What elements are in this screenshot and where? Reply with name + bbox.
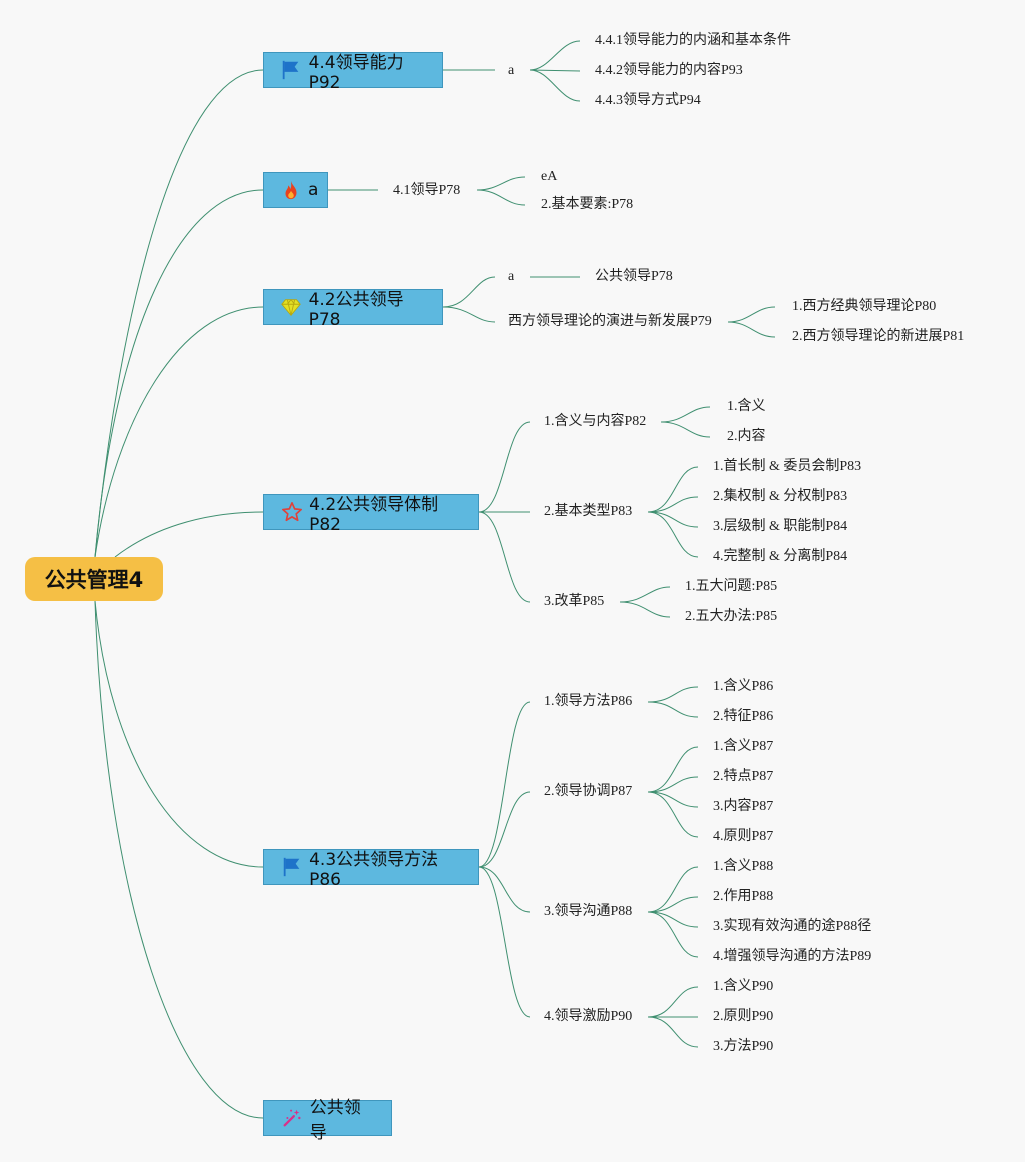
subtopic[interactable]: 2.基本类型P83: [544, 504, 633, 519]
subtopic[interactable]: a: [508, 269, 515, 284]
leaf-topic[interactable]: 1.含义P88: [713, 859, 774, 874]
subtopic[interactable]: 3.领导沟通P88: [544, 904, 633, 919]
leaf-topic[interactable]: 4.4.3领导方式P94: [595, 93, 701, 108]
star-icon: [280, 500, 303, 524]
branch-topic-label: 4.3公共领导方法P86: [309, 849, 439, 890]
branch-topic-leadership-ability[interactable]: 4.4领导能力P92: [263, 52, 443, 93]
leaf-topic[interactable]: 1.含义P86: [713, 679, 774, 694]
leaf-topic[interactable]: 1.含义P87: [713, 739, 774, 754]
branch-topic-label: 4.4领导能力P92: [308, 52, 404, 93]
leaf-topic[interactable]: 1.首长制 & 委员会制P83: [713, 459, 862, 474]
leaf-topic[interactable]: 2.西方领导理论的新进展P81: [792, 329, 965, 344]
subtopic[interactable]: 4.1领导P78: [393, 183, 461, 198]
leaf-topic[interactable]: 1.含义P90: [713, 979, 774, 994]
flag-icon: [280, 58, 303, 82]
branch-topic-leadership-system[interactable]: 4.2公共领导体制P82: [263, 494, 479, 535]
leaf-topic[interactable]: 3.实现有效沟通的途P88径: [713, 919, 872, 934]
branch-topic-label: 4.2公共领导P78: [308, 289, 404, 330]
diamond-icon: [280, 295, 303, 319]
branch-topic-leadership-methods[interactable]: 4.3公共领导方法P86: [263, 849, 479, 890]
subtopic[interactable]: 4.领导激励P90: [544, 1009, 633, 1024]
leaf-topic[interactable]: 1.含义: [727, 399, 766, 414]
branch-topic-a[interactable]: a: [263, 172, 328, 208]
leaf-topic[interactable]: 4.4.2领导能力的内容P93: [595, 63, 743, 78]
leaf-topic[interactable]: 2.特征P86: [713, 709, 774, 724]
magic-wand-icon: [280, 1106, 304, 1130]
subtopic[interactable]: 2.领导协调P87: [544, 784, 633, 799]
leaf-topic[interactable]: 3.层级制 & 职能制P84: [713, 519, 848, 534]
branch-topic-label: 公共领导: [309, 1098, 361, 1143]
leaf-topic[interactable]: 3.内容P87: [713, 799, 774, 814]
leaf-topic[interactable]: 1.西方经典领导理论P80: [792, 299, 937, 314]
leaf-topic[interactable]: 1.五大问题:P85: [685, 579, 778, 594]
leaf-topic[interactable]: 2.原则P90: [713, 1009, 774, 1024]
subtopic[interactable]: 西方领导理论的演进与新发展P79: [508, 314, 712, 329]
branch-topic-public-leadership[interactable]: 4.2公共领导P78: [263, 289, 443, 330]
flag-icon: [280, 855, 303, 879]
leaf-topic[interactable]: 4.4.1领导能力的内涵和基本条件: [595, 33, 791, 48]
root-topic[interactable]: 公共管理4: [25, 557, 163, 601]
branch-topic-label: 4.2公共领导体制P82: [309, 494, 439, 535]
leaf-topic[interactable]: 4.完整制 & 分离制P84: [713, 549, 848, 564]
leaf-topic[interactable]: 2.集权制 & 分权制P83: [713, 489, 848, 504]
leaf-topic[interactable]: 2.五大办法:P85: [685, 609, 778, 624]
branch-topic-public-leadership-2[interactable]: 公共领导: [263, 1098, 392, 1143]
leaf-topic[interactable]: 公共领导P78: [595, 269, 673, 284]
leaf-topic[interactable]: 2.内容: [727, 429, 766, 444]
subtopic[interactable]: 1.含义与内容P82: [544, 414, 647, 429]
leaf-topic[interactable]: 4.增强领导沟通的方法P89: [713, 949, 872, 964]
subtopic[interactable]: 1.领导方法P86: [544, 694, 633, 709]
root-topic-label: 公共管理4: [44, 568, 144, 592]
leaf-topic[interactable]: 2.基本要素:P78: [541, 197, 634, 212]
leaf-topic[interactable]: 2.作用P88: [713, 889, 774, 904]
leaf-topic[interactable]: 3.方法P90: [713, 1039, 774, 1054]
subtopic[interactable]: a: [508, 63, 515, 78]
subtopic[interactable]: 3.改革P85: [544, 594, 605, 609]
leaf-topic[interactable]: 4.原则P87: [713, 829, 774, 844]
branch-topic-label: a: [308, 180, 319, 200]
leaf-topic[interactable]: eA: [541, 169, 558, 184]
leaf-topic[interactable]: 2.特点P87: [713, 769, 774, 784]
fire-icon: [280, 178, 302, 202]
